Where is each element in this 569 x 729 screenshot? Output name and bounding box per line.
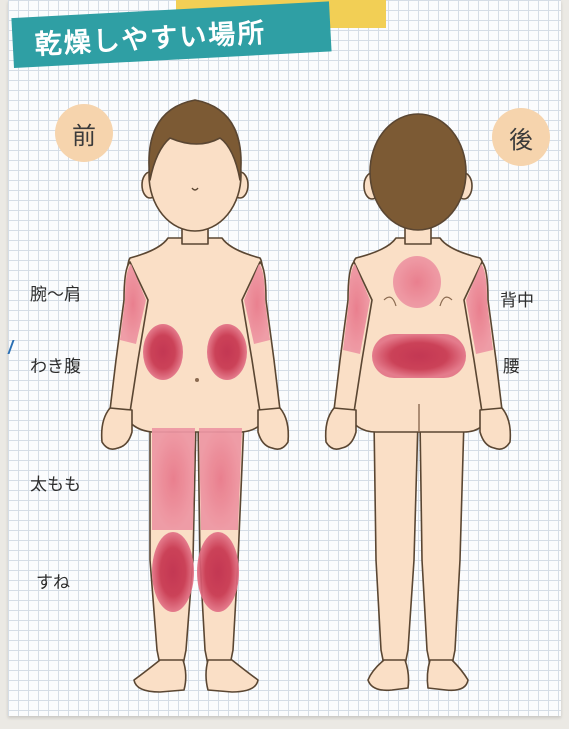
back-left-leg <box>374 420 418 665</box>
label-arm-shoulder: 腕～肩 <box>30 280 81 305</box>
front-dry-left-side <box>143 324 183 380</box>
label-thigh: 太もも <box>30 470 81 495</box>
back-left-foot <box>368 660 409 690</box>
front-dry-left-shin <box>152 532 194 612</box>
back-head <box>370 114 466 230</box>
back-right-foot <box>427 660 468 690</box>
front-dry-right-shin <box>197 532 239 612</box>
back-figure <box>326 114 511 690</box>
label-lower-back: 腰 <box>503 352 520 377</box>
label-back: 背中 <box>500 286 534 311</box>
front-torso <box>122 238 268 432</box>
label-side-abdomen: わき腹 <box>30 352 81 377</box>
front-dry-right-side <box>207 324 247 380</box>
front-right-foot <box>206 660 258 692</box>
back-right-hand <box>480 408 510 449</box>
back-dry-upper-back <box>393 256 441 308</box>
back-right-leg <box>420 420 464 665</box>
front-right-hand <box>258 408 288 449</box>
back-dry-lower-back <box>372 334 466 378</box>
front-navel <box>195 378 199 382</box>
back-left-hand <box>326 408 356 449</box>
label-shin: すね <box>36 568 70 593</box>
front-side-badge: 前 <box>55 104 113 162</box>
front-dry-right-thigh <box>199 428 242 530</box>
front-left-foot <box>134 660 186 692</box>
back-side-badge: 後 <box>492 108 550 166</box>
front-dry-left-thigh <box>152 428 195 530</box>
front-left-hand <box>102 408 132 449</box>
front-figure <box>102 100 289 692</box>
